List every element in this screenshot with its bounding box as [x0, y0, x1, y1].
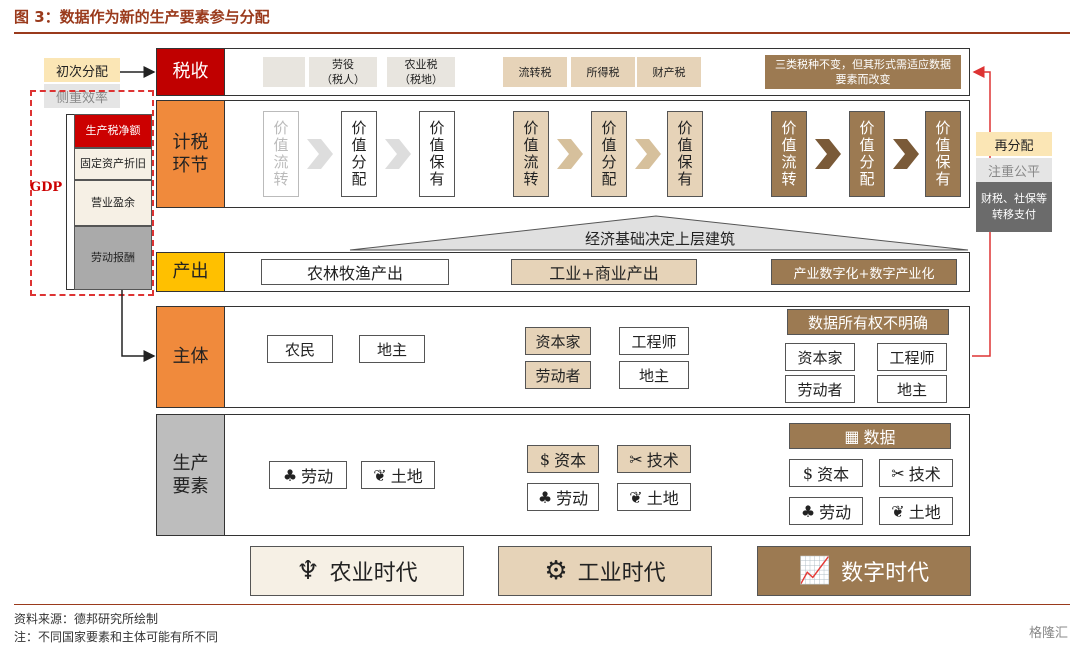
- row-label-taxlink: 计税 环节: [157, 101, 225, 207]
- agri-value-distribution: 价值分配: [341, 111, 377, 197]
- factor-capital-dig: $资本: [789, 459, 863, 487]
- sprout-icon: ❦: [891, 501, 905, 521]
- footnote: 注：不同国家要素和主体可能有所不同: [14, 630, 219, 644]
- fairness-tag: 注重公平: [976, 158, 1052, 182]
- gdp-depreciation: 固定资产折旧: [74, 148, 152, 180]
- era-industrial: ⚙工业时代: [498, 546, 712, 596]
- factor-land-dig: ❦土地: [879, 497, 953, 525]
- chevron-icon: [385, 139, 411, 169]
- factor-labor-agri: ♣劳动: [269, 461, 347, 489]
- factor-land-agri: ❦土地: [361, 461, 435, 489]
- factor-capital-ind: $资本: [527, 445, 599, 473]
- factor-tech-dig: ✂技术: [879, 459, 953, 487]
- dig-value-distribution: 价值分配: [849, 111, 885, 197]
- dollar-coin-icon: $: [802, 463, 814, 483]
- car-wrench-icon: ⚙: [544, 556, 568, 586]
- ind-value-distribution: 价值分配: [591, 111, 627, 197]
- tax-agricultural: 农业税 （税地）: [387, 57, 455, 87]
- row-tax: 税收 劳役 （税人） 农业税 （税地） 流转税 所得税 财产税 三类税种不变，但…: [156, 48, 970, 96]
- figure-title: 图 3：数据作为新的生产要素参与分配: [14, 8, 270, 26]
- efficiency-tag: 侧重效率: [44, 84, 120, 108]
- factor-land-ind: ❦土地: [617, 483, 691, 511]
- gdp-dashed-box: [30, 90, 154, 296]
- subject-capitalist-dig: 资本家: [785, 343, 855, 371]
- redistribution-tag: 再分配: [976, 132, 1052, 156]
- people-icon: ♣: [537, 487, 553, 507]
- tax-blank-box: [263, 57, 305, 87]
- primary-distribution-tag: 初次分配: [44, 58, 120, 82]
- tax-property: 财产税: [637, 57, 701, 87]
- row-subject: 主体 农民 地主 资本家 工程师 劳动者 地主 数据所有权不明确 资本家 工程师…: [156, 306, 970, 408]
- watermark: 格隆汇: [1028, 626, 1068, 641]
- subject-landlord-dig: 地主: [877, 375, 947, 403]
- people-icon: ♣: [282, 465, 298, 485]
- era-digital: 📈数字时代: [757, 546, 971, 596]
- growth-chart-icon: 📈: [798, 556, 832, 586]
- dig-value-flow: 价值流转: [771, 111, 807, 197]
- subject-farmer: 农民: [267, 335, 333, 363]
- ind-value-flow: 价值流转: [513, 111, 549, 197]
- agri-value-holding: 价值保有: [419, 111, 455, 197]
- tax-digital-note: 三类税种不变，但其形式需适应数据要素而改变: [765, 55, 961, 89]
- chevron-icon: [815, 139, 841, 169]
- factor-data-head: ▦数据: [789, 423, 951, 449]
- subject-landlord: 地主: [359, 335, 425, 363]
- base-superstructure-text: 经济基础决定上层建筑: [584, 230, 735, 248]
- dig-value-holding: 价值保有: [925, 111, 961, 197]
- tax-corvee: 劳役 （税人）: [309, 57, 377, 87]
- subject-worker: 劳动者: [525, 361, 591, 389]
- row-output: 产出 农林牧渔产出 工业+商业产出 产业数字化+数字产业化: [156, 252, 970, 292]
- era-agricultural: ♆农业时代: [250, 546, 464, 596]
- ind-value-holding: 价值保有: [667, 111, 703, 197]
- row-label-tax: 税收: [157, 49, 225, 95]
- subject-worker-dig: 劳动者: [785, 375, 855, 403]
- tax-turnover: 流转税: [503, 57, 567, 87]
- agri-value-flow: 价值流转: [263, 111, 299, 197]
- row-label-subject: 主体: [157, 307, 225, 407]
- source-note: 资料来源：德邦研究所绘制: [14, 612, 159, 626]
- title-divider: [14, 32, 1070, 34]
- chevron-icon: [635, 139, 661, 169]
- output-agri: 农林牧渔产出: [261, 259, 449, 285]
- chevron-icon: [893, 139, 919, 169]
- factor-labor-dig: ♣劳动: [789, 497, 863, 525]
- sprout-icon: ❦: [629, 487, 643, 507]
- factor-tech-ind: ✂技术: [617, 445, 691, 473]
- output-digital: 产业数字化+数字产业化: [771, 259, 957, 285]
- row-factor: 生产 要素 ♣劳动 ❦土地 $资本 ✂技术 ♣劳动 ❦土地 ▦数据 $资本 ✂技…: [156, 414, 970, 536]
- sprout-icon: ❦: [373, 465, 387, 485]
- chevron-icon: [307, 139, 333, 169]
- subject-capitalist: 资本家: [525, 327, 591, 355]
- tools-icon: ✂: [891, 463, 905, 483]
- gdp-labor-compensation: 劳动报酬: [74, 226, 152, 290]
- tax-income: 所得税: [571, 57, 635, 87]
- gdp-bracket: [66, 114, 74, 290]
- dollar-coin-icon: $: [539, 449, 551, 469]
- gdp-net-production-tax: 生产税净额: [74, 114, 152, 148]
- factor-labor-ind: ♣劳动: [527, 483, 599, 511]
- row-label-output: 产出: [157, 253, 225, 291]
- subject-engineer: 工程师: [619, 327, 689, 355]
- row-label-factor: 生产 要素: [157, 415, 225, 535]
- output-industry: 工业+商业产出: [511, 259, 697, 285]
- gdp-label: GDP: [30, 180, 63, 195]
- gdp-operating-surplus: 营业盈余: [74, 180, 152, 226]
- base-triangle: [349, 215, 969, 251]
- subject-landlord-ind: 地主: [619, 361, 689, 389]
- subject-engineer-dig: 工程师: [877, 343, 947, 371]
- chevron-icon: [557, 139, 583, 169]
- row-taxlink: 计税 环节 价值流转 价值分配 价值保有 价值流转 价值分配 价值保有 价值流转…: [156, 100, 970, 208]
- people-icon: ♣: [800, 501, 816, 521]
- data-chart-icon: ▦: [844, 426, 860, 446]
- footer-divider: [14, 604, 1070, 605]
- wheat-icon: ♆: [296, 556, 320, 586]
- arrow-to-subject: [121, 290, 156, 362]
- subject-data-ownership-note: 数据所有权不明确: [787, 309, 949, 335]
- transfer-payment-box: 财税、社保等转移支付: [976, 182, 1052, 232]
- tools-icon: ✂: [629, 449, 643, 469]
